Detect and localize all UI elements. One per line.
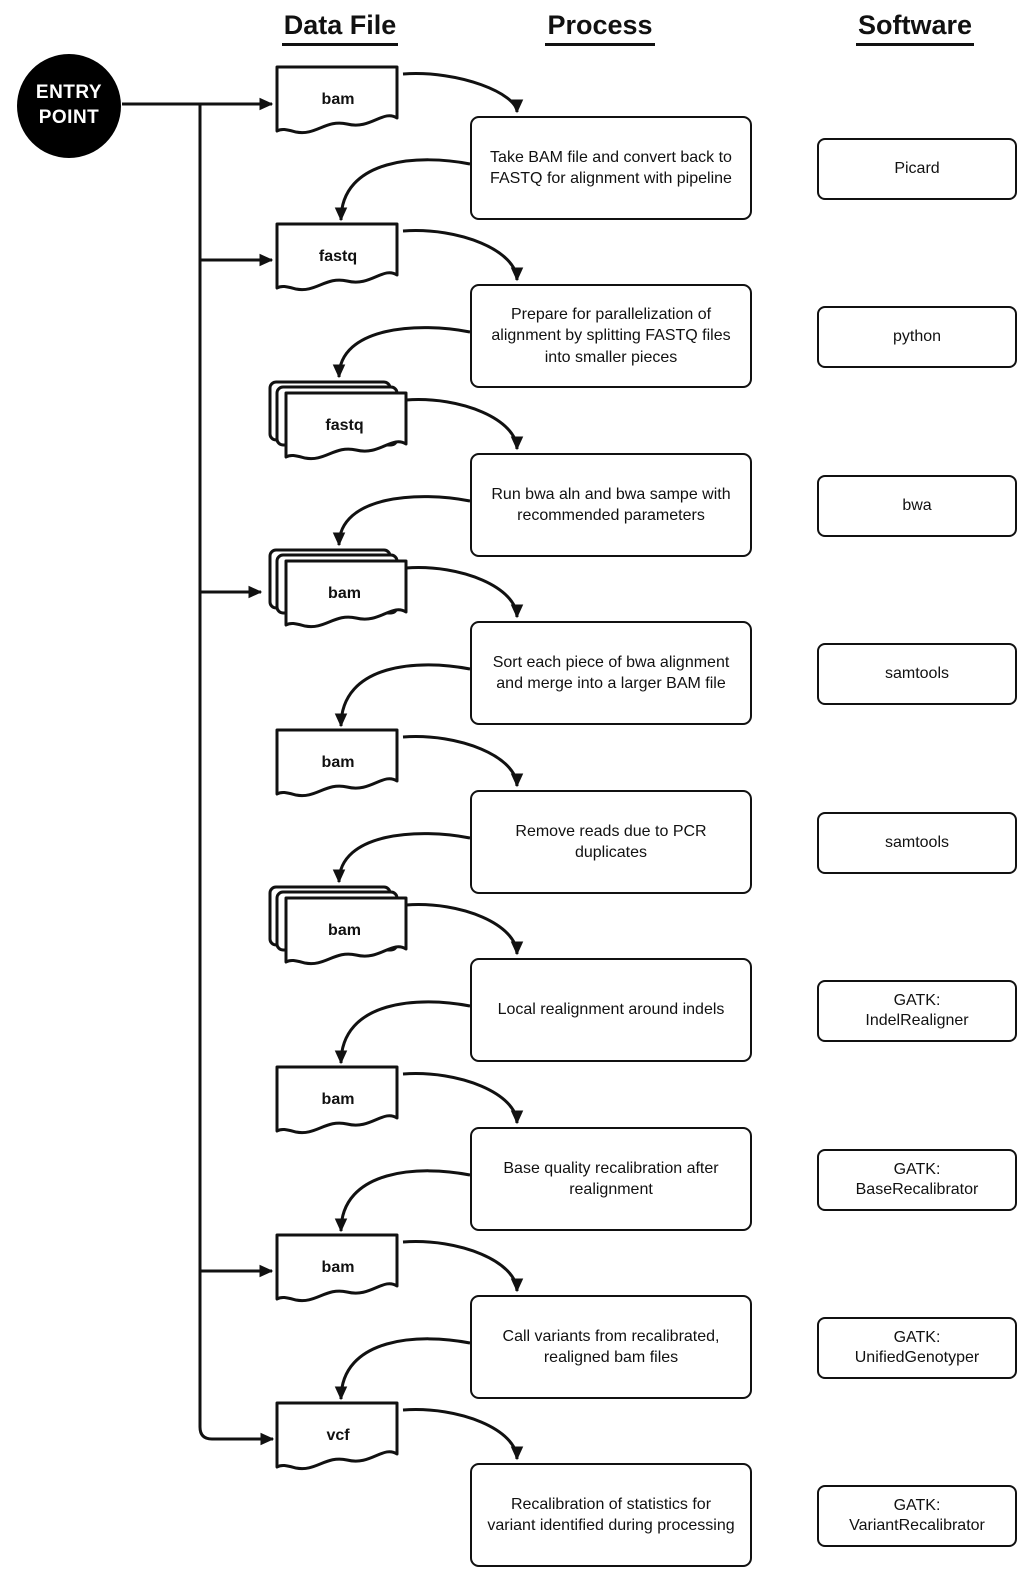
software-box-7: GATK: BaseRecalibrator (817, 1149, 1017, 1211)
process-box-4: Sort each piece of bwa alignment and mer… (470, 621, 752, 725)
entry-point-line2: POINT (38, 107, 100, 128)
data-file-fastq-2: fastq (274, 221, 402, 303)
arrow-process4-to-file5 (334, 663, 471, 728)
data-file-bam-multi-4: bam (266, 547, 410, 643)
data-file-label: bam (328, 922, 361, 939)
data-file-label: fastq (325, 417, 364, 434)
header-data-file: Data File (240, 10, 440, 46)
document-icon (275, 1065, 399, 1135)
arrow-file9-to-process9 (402, 1408, 524, 1461)
arrow-file7-to-process7 (402, 1072, 524, 1125)
data-file-bam-7: bam (274, 1064, 402, 1146)
data-file-bam-1: bam (274, 64, 402, 146)
data-file-label: bam (321, 1259, 355, 1276)
software-box-4: samtools (817, 643, 1017, 705)
arrow-file4-to-process4 (405, 566, 524, 619)
header-software: Software (815, 10, 1015, 46)
data-file-bam-8: bam (274, 1232, 402, 1314)
document-icon (275, 1401, 399, 1471)
data-file-label: bam (328, 585, 361, 602)
data-file-fastq-multi-3: fastq (266, 379, 410, 475)
process-box-6: Local realignment around indels (470, 958, 752, 1062)
arrow-file8-to-process8 (402, 1240, 524, 1293)
software-box-5: samtools (817, 812, 1017, 874)
process-box-8: Call variants from recalibrated, realign… (470, 1295, 752, 1399)
document-stack-icon (268, 885, 408, 966)
arrow-process3-to-file4 (332, 495, 471, 547)
process-box-9: Recalibration of statistics for variant … (470, 1463, 752, 1567)
arrow-process2-to-file3 (332, 326, 471, 379)
data-file-label: vcf (326, 1427, 350, 1444)
document-icon (275, 222, 399, 292)
process-box-1: Take BAM file and convert back to FASTQ … (470, 116, 752, 220)
arrow-file6-to-process6 (405, 903, 524, 956)
arrow-file5-to-process5 (402, 735, 524, 788)
data-file-label: bam (321, 91, 355, 108)
header-process: Process (500, 10, 700, 46)
entry-point-line1: ENTRY (35, 82, 103, 104)
document-icon (275, 1233, 399, 1303)
data-file-bam-5: bam (274, 727, 402, 809)
document-stack-icon (268, 548, 408, 629)
arrow-process7-to-file8 (334, 1169, 471, 1233)
data-file-label: bam (321, 1091, 355, 1108)
arrow-process5-to-file6 (332, 832, 471, 884)
process-box-2: Prepare for parallelization of alignment… (470, 284, 752, 388)
data-file-vcf-9: vcf (274, 1400, 402, 1482)
arrow-process1-to-file2 (334, 158, 471, 222)
arrow-file2-to-process2 (402, 229, 524, 282)
process-box-7: Base quality recalibration after realign… (470, 1127, 752, 1231)
software-box-2: python (817, 306, 1017, 368)
document-icon (275, 728, 399, 798)
software-box-3: bwa (817, 475, 1017, 537)
data-file-bam-multi-6: bam (266, 884, 410, 980)
arrow-process6-to-file7 (334, 1000, 471, 1065)
software-box-8: GATK: UnifiedGenotyper (817, 1317, 1017, 1379)
document-stack-icon (268, 380, 408, 461)
document-icon (275, 65, 399, 135)
entry-trunk-and-arrow-vcf (198, 104, 275, 1446)
arrow-file3-to-process3 (405, 398, 524, 451)
data-file-label: bam (321, 754, 355, 771)
entry-point-node: ENTRY POINT (17, 54, 121, 158)
process-box-5: Remove reads due to PCR duplicates (470, 790, 752, 894)
software-box-9: GATK: VariantRecalibrator (817, 1485, 1017, 1547)
software-box-6: GATK: IndelRealigner (817, 980, 1017, 1042)
data-file-label: fastq (318, 248, 358, 265)
arrow-process8-to-file9 (334, 1337, 471, 1401)
software-box-1: Picard (817, 138, 1017, 200)
arrow-file1-to-process1 (402, 72, 524, 114)
process-box-3: Run bwa aln and bwa sampe with recommend… (470, 453, 752, 557)
